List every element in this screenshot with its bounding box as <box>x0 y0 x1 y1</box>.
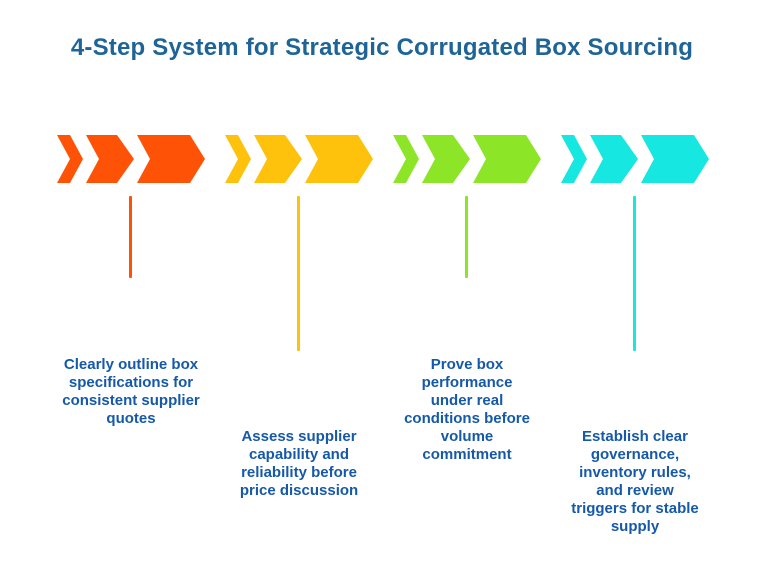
chevron-large-icon <box>137 135 205 183</box>
step-description-2: Assess supplier capability and reliabili… <box>239 428 359 499</box>
connector-line-4 <box>633 196 636 351</box>
connector-line-3 <box>465 196 468 278</box>
step-column-2: Assess supplier capability and reliabili… <box>225 135 373 555</box>
step-description-3: Prove box performance under real conditi… <box>404 356 530 463</box>
chevron-small-icon <box>393 135 419 183</box>
chevron-large-icon <box>305 135 373 183</box>
chevron-arrow-group-3 <box>393 135 541 183</box>
chevron-medium-icon <box>254 135 302 183</box>
chevron-medium-icon <box>422 135 470 183</box>
chevron-large-icon <box>473 135 541 183</box>
chevron-large-icon <box>641 135 709 183</box>
chevron-small-icon <box>57 135 83 183</box>
chevron-arrow-group-2 <box>225 135 373 183</box>
chevron-arrow-group-1 <box>57 135 205 183</box>
step-column-1: Clearly outline box specifications for c… <box>57 135 205 555</box>
step-column-4: Establish clear governance, inventory ru… <box>561 135 709 555</box>
chevron-small-icon <box>561 135 587 183</box>
chevron-medium-icon <box>590 135 638 183</box>
connector-line-2 <box>297 196 300 351</box>
page-title: 4-Step System for Strategic Corrugated B… <box>70 34 694 61</box>
connector-line-1 <box>129 196 132 278</box>
step-column-3: Prove box performance under real conditi… <box>393 135 541 555</box>
chevron-arrow-group-4 <box>561 135 709 183</box>
chevron-small-icon <box>225 135 251 183</box>
chevron-medium-icon <box>86 135 134 183</box>
step-description-1: Clearly outline box specifications for c… <box>62 356 200 427</box>
step-description-4: Establish clear governance, inventory ru… <box>571 428 699 535</box>
